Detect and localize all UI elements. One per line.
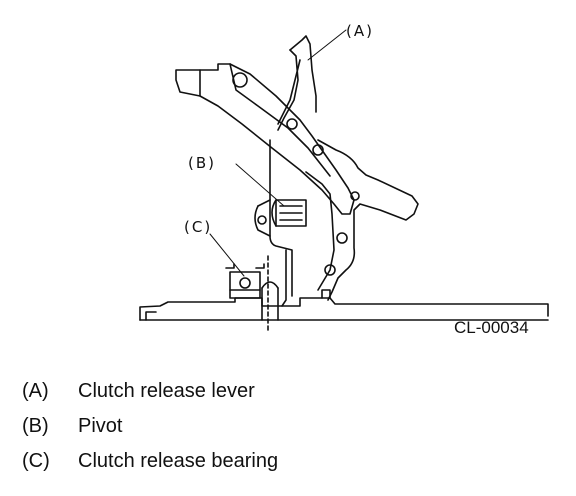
clutch-housing xyxy=(254,139,419,301)
figure-code: CL-00034 xyxy=(454,318,529,337)
legend-description: Pivot xyxy=(78,415,123,437)
legend-key: (C) xyxy=(22,450,50,472)
callout-b: (B) xyxy=(188,154,216,172)
legend-item: (A) Clutch release lever xyxy=(22,380,278,415)
callout-a: (A) xyxy=(346,22,374,40)
pivot xyxy=(271,199,307,227)
leader-lines xyxy=(209,29,347,277)
legend-key: (B) xyxy=(22,415,49,437)
legend: (A) Clutch release lever (B) Pivot (C) C… xyxy=(22,380,278,485)
legend-item: (C) Clutch release bearing xyxy=(22,450,278,485)
legend-key: (A) xyxy=(22,380,49,402)
release-lever xyxy=(175,35,355,215)
release-bearing xyxy=(225,263,265,299)
callout-c: (C) xyxy=(184,218,212,236)
legend-description: Clutch release lever xyxy=(78,380,255,402)
legend-description: Clutch release bearing xyxy=(78,450,279,472)
transmission-housing xyxy=(139,289,549,321)
legend-item: (B) Pivot xyxy=(22,415,278,450)
fork-rod xyxy=(261,249,287,331)
